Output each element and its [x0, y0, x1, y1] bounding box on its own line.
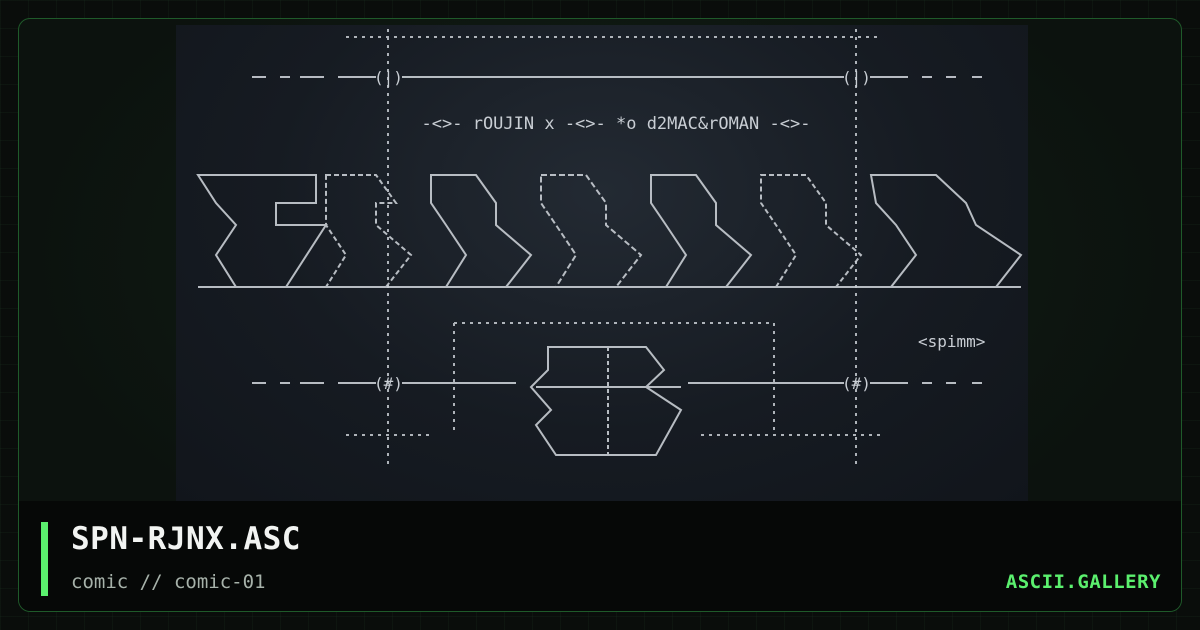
svg-text:(|): (|)	[842, 68, 871, 87]
ascii-tag: <spimm>	[918, 332, 985, 351]
accent-bar	[41, 522, 48, 596]
ascii-frame-lines	[346, 29, 881, 465]
ascii-logo-letters	[196, 174, 1023, 288]
svg-text:(#): (#)	[842, 374, 871, 393]
svg-text:(#): (#)	[374, 374, 403, 393]
ascii-lower-glyph	[529, 346, 683, 456]
preview-card[interactable]: (|) (|) (#) (#) -<>- rOUJIN x -<>- *o d2…	[18, 18, 1182, 612]
ascii-knots: (|) (|) (#) (#)	[374, 68, 871, 393]
card-footer: SPN-RJNX.ASC comic // comic-01 ASCII.GAL…	[19, 501, 1181, 611]
ascii-rails	[252, 76, 982, 384]
svg-text:(|): (|)	[374, 68, 403, 87]
ascii-credit-line: -<>- rOUJIN x -<>- *o d2MAC&rOMAN -<>-	[422, 114, 811, 134]
ascii-art-canvas: (|) (|) (#) (#) -<>- rOUJIN x -<>- *o d2…	[196, 29, 1023, 465]
artwork-title[interactable]: SPN-RJNX.ASC	[71, 521, 301, 557]
ascii-art-preview: (|) (|) (#) (#) -<>- rOUJIN x -<>- *o d2…	[176, 25, 1028, 501]
artwork-category: comic // comic-01	[71, 571, 266, 593]
site-brand[interactable]: ASCII.GALLERY	[1005, 571, 1161, 593]
